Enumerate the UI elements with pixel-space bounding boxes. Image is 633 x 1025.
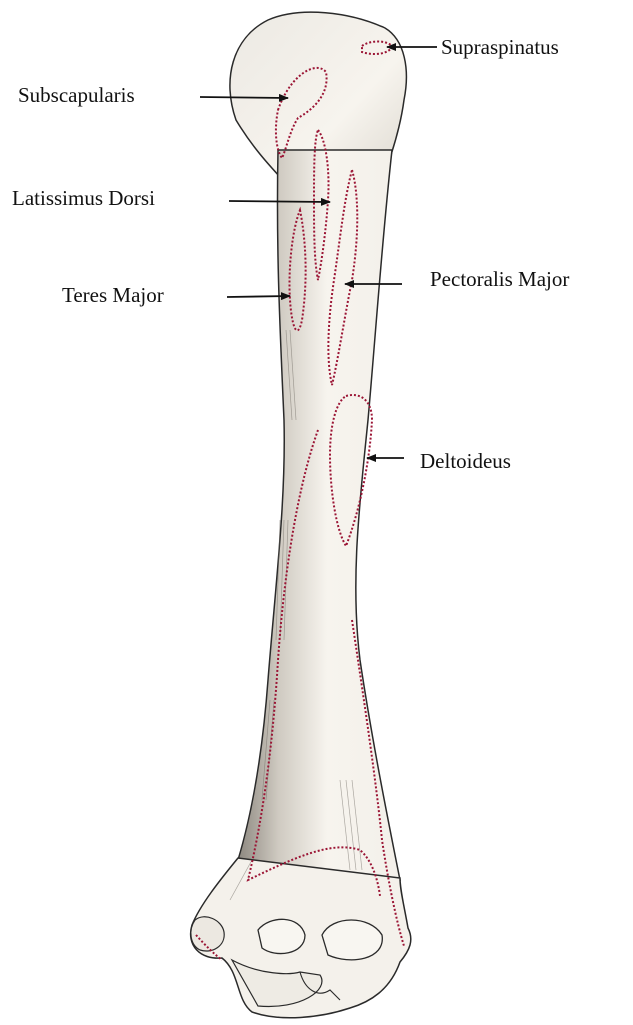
label-supraspinatus: Supraspinatus [441,37,559,58]
label-latissimus-dorsi: Latissimus Dorsi [12,188,155,209]
label-subscapularis: Subscapularis [18,85,135,106]
arrow-icon [227,296,290,297]
label-pectoralis-major: Pectoralis Major [430,269,569,290]
label-deltoideus: Deltoideus [420,451,511,472]
humeral-shaft [238,150,400,880]
arrow-icon [229,201,330,202]
arrow-icon [200,97,288,98]
label-teres-major: Teres Major [62,285,164,306]
humerus-bone [191,12,411,1018]
